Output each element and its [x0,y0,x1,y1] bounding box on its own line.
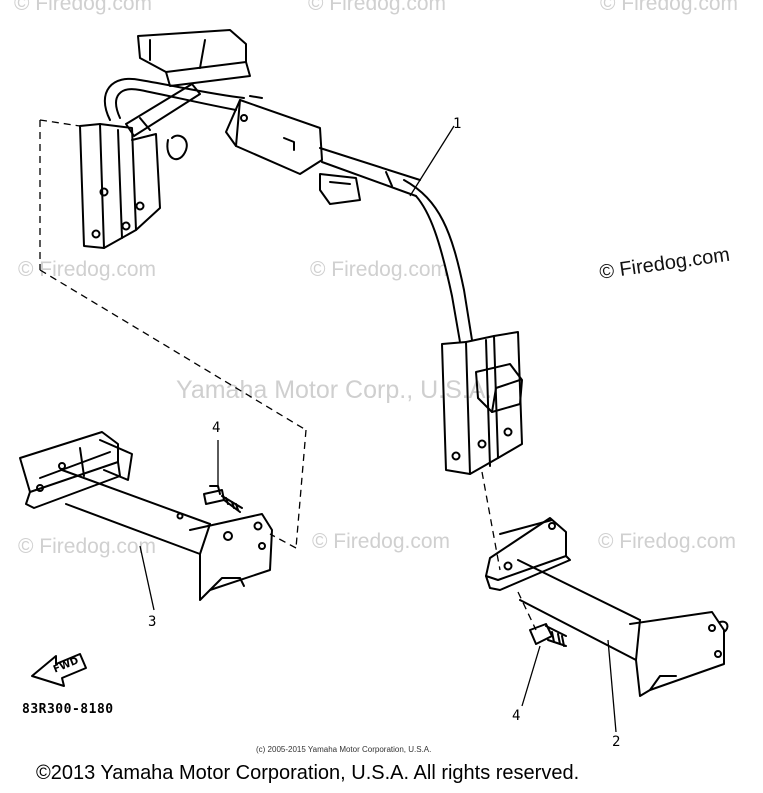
watermark-firedog: © Firedog.com [18,535,157,558]
watermark-firedog: © Firedog.com [312,530,451,553]
callout-4-lower: 4 [512,708,521,724]
callout-3: 3 [148,614,157,630]
copyright-main: ©2013 Yamaha Motor Corporation, U.S.A. A… [36,762,580,784]
part-4-bolt-lower [529,623,567,647]
callout-2: 2 [612,734,621,750]
watermark-firedog: © Firedog.com [310,258,449,281]
watermark-firedog: © Firedog.com [14,0,153,15]
watermark-center: Yamaha Motor Corp., U.S.A. [176,376,493,404]
part-4-bolt-upper [203,485,243,513]
watermark-firedog: © Firedog.com [308,0,447,15]
fwd-arrow-shape [31,653,87,687]
part-1-frame [79,29,523,475]
part-3-bracket [19,431,273,601]
copyright-small: (c) 2005-2015 Yamaha Motor Corporation, … [256,745,432,754]
diagram-part-number: 83R300-8180 [22,702,114,717]
watermark-firedog: © Firedog.com [18,258,157,281]
callout-4-upper: 4 [212,420,221,436]
watermark-firedog: © Firedog.com [598,530,737,553]
watermark-firedog: © Firedog.com [600,0,739,15]
part-2-bracket [485,517,729,697]
callout-1: 1 [453,116,462,132]
